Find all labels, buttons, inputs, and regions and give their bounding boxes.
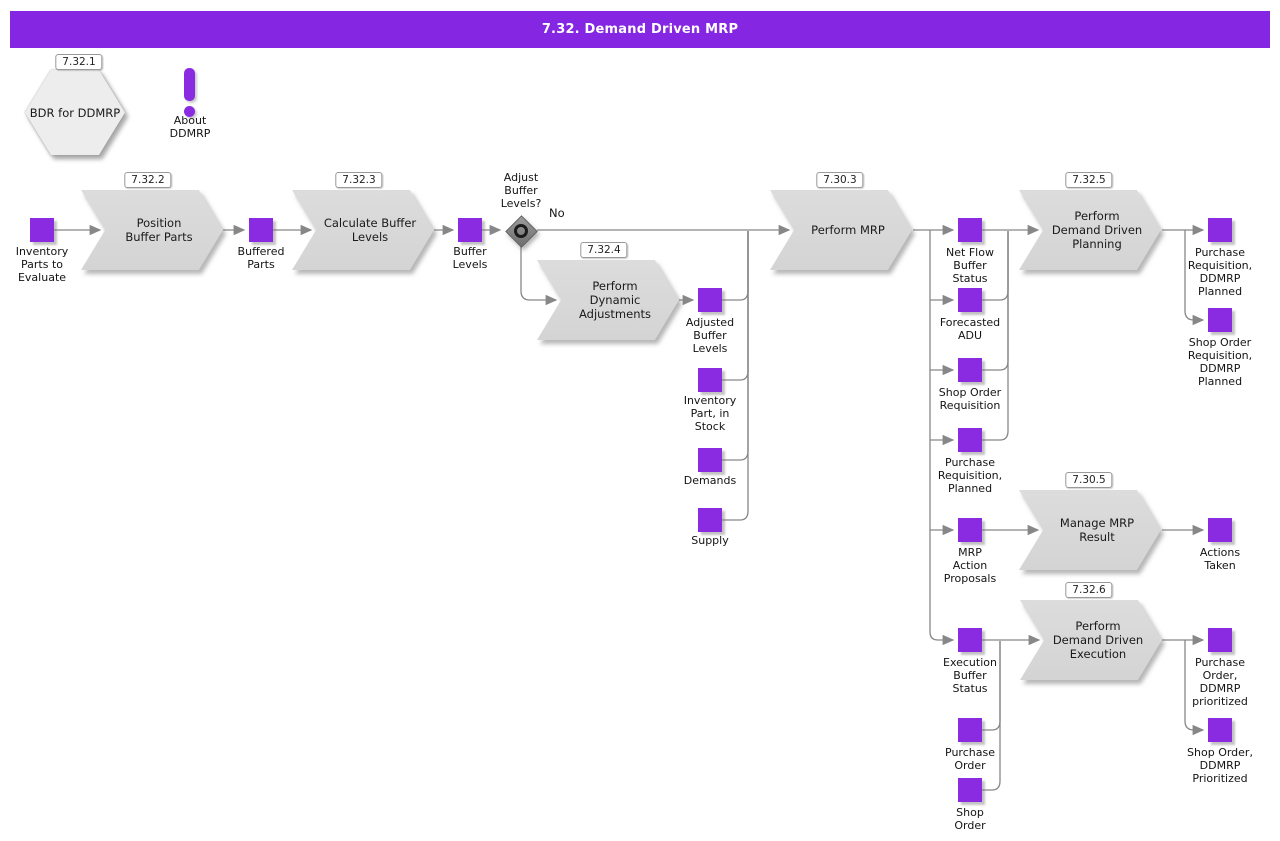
decision-question-label: Adjust Buffer Levels? — [500, 171, 542, 210]
decision-circle-icon — [514, 224, 528, 238]
artifact-label: Purchase Order, DDMRP prioritized — [1192, 656, 1248, 708]
artifact-purchase-requisition-planned[interactable] — [958, 428, 982, 452]
step-number-badge: 7.32.3 — [335, 172, 383, 188]
artifact-label: Buffer Levels — [452, 245, 488, 271]
step-number-badge: 7.32.4 — [580, 242, 628, 258]
artifact-label: Purchase Requisition, Planned — [937, 456, 1003, 495]
decision-adjust-buffer-levels[interactable] — [505, 215, 538, 248]
artifact-label: Shop Order Requisition — [938, 386, 1002, 412]
process-perform-dynamic-adjustments[interactable]: Perform Dynamic Adjustments — [537, 260, 679, 340]
exclamation-icon-dot[interactable] — [184, 106, 195, 117]
step-number-badge: 7.32.2 — [124, 172, 172, 188]
artifact-shop-order[interactable] — [958, 778, 982, 802]
step-number-badge: 7.32.5 — [1065, 172, 1113, 188]
step-number-badge: 7.32.1 — [55, 54, 103, 70]
artifact-purchase-order-ddmrp-prioritized[interactable] — [1208, 628, 1232, 652]
artifact-actions-taken[interactable] — [1208, 518, 1232, 542]
page-title: 7.32. Demand Driven MRP — [541, 22, 739, 37]
process-perform-mrp[interactable]: Perform MRP — [770, 190, 912, 270]
exclamation-icon[interactable] — [184, 68, 195, 101]
process-perform-demand-driven-execution[interactable]: Perform Demand Driven Execution — [1020, 600, 1162, 680]
artifact-buffered-parts[interactable] — [249, 218, 273, 242]
artifact-label: MRP Action Proposals — [943, 546, 997, 585]
step-number-badge: 7.32.6 — [1065, 582, 1113, 598]
process-calculate-buffer-levels[interactable]: Calculate Buffer Levels — [292, 190, 434, 270]
artifact-shop-order-requisition-ddmrp-planned[interactable] — [1208, 308, 1232, 332]
artifact-demands[interactable] — [698, 448, 722, 472]
artifact-mrp-action-proposals[interactable] — [958, 518, 982, 542]
artifact-label: Shop Order, DDMRP Prioritized — [1187, 746, 1253, 785]
artifact-execution-buffer-status[interactable] — [958, 628, 982, 652]
artifact-label: Purchase Order — [945, 746, 995, 772]
artifact-buffer-levels[interactable] — [458, 218, 482, 242]
artifact-label: Purchase Requisition, DDMRP Planned — [1187, 246, 1253, 298]
about-ddmrp-label: About DDMRP — [169, 114, 211, 140]
start-node-label: BDR for DDMRP — [29, 105, 121, 120]
process-manage-mrp-result[interactable]: Manage MRP Result — [1019, 490, 1161, 570]
process-perform-demand-driven-planning[interactable]: Perform Demand Driven Planning — [1019, 190, 1161, 270]
artifact-net-flow-buffer-status[interactable] — [958, 218, 982, 242]
artifact-label: Inventory Parts to Evaluate — [15, 245, 69, 284]
artifact-label: Inventory Part, in Stock — [683, 394, 737, 433]
artifact-label: Supply — [691, 534, 729, 547]
artifact-label: Adjusted Buffer Levels — [685, 316, 735, 355]
decision-no-label: No — [549, 206, 565, 220]
artifact-purchase-order[interactable] — [958, 718, 982, 742]
artifact-label: Net Flow Buffer Status — [946, 246, 994, 285]
artifact-inventory-parts-to-evaluate[interactable] — [30, 218, 54, 242]
artifact-label: Demands — [683, 474, 737, 487]
artifact-label: Forecasted ADU — [939, 316, 1001, 342]
start-node-bdr-for-ddmrp[interactable]: BDR for DDMRP — [25, 70, 125, 155]
artifact-purchase-requisition-ddmrp-planned[interactable] — [1208, 218, 1232, 242]
title-bar: 7.32. Demand Driven MRP — [10, 11, 1270, 48]
step-number-badge: 7.30.3 — [816, 172, 864, 188]
artifact-shop-order-requisition[interactable] — [958, 358, 982, 382]
artifact-label: Buffered Parts — [237, 245, 285, 271]
artifact-adjusted-buffer-levels[interactable] — [698, 288, 722, 312]
artifact-label: Execution Buffer Status — [943, 656, 997, 695]
artifact-shop-order-ddmrp-prioritized[interactable] — [1208, 718, 1232, 742]
artifact-label: Shop Order — [954, 806, 986, 832]
artifact-label: Actions Taken — [1199, 546, 1241, 572]
step-number-badge: 7.30.5 — [1065, 472, 1113, 488]
artifact-supply[interactable] — [698, 508, 722, 532]
artifact-forecasted-adu[interactable] — [958, 288, 982, 312]
artifact-inventory-part-in-stock[interactable] — [698, 368, 722, 392]
process-position-buffer-parts[interactable]: Position Buffer Parts — [81, 190, 223, 270]
artifact-label: Shop Order Requisition, DDMRP Planned — [1187, 336, 1253, 388]
